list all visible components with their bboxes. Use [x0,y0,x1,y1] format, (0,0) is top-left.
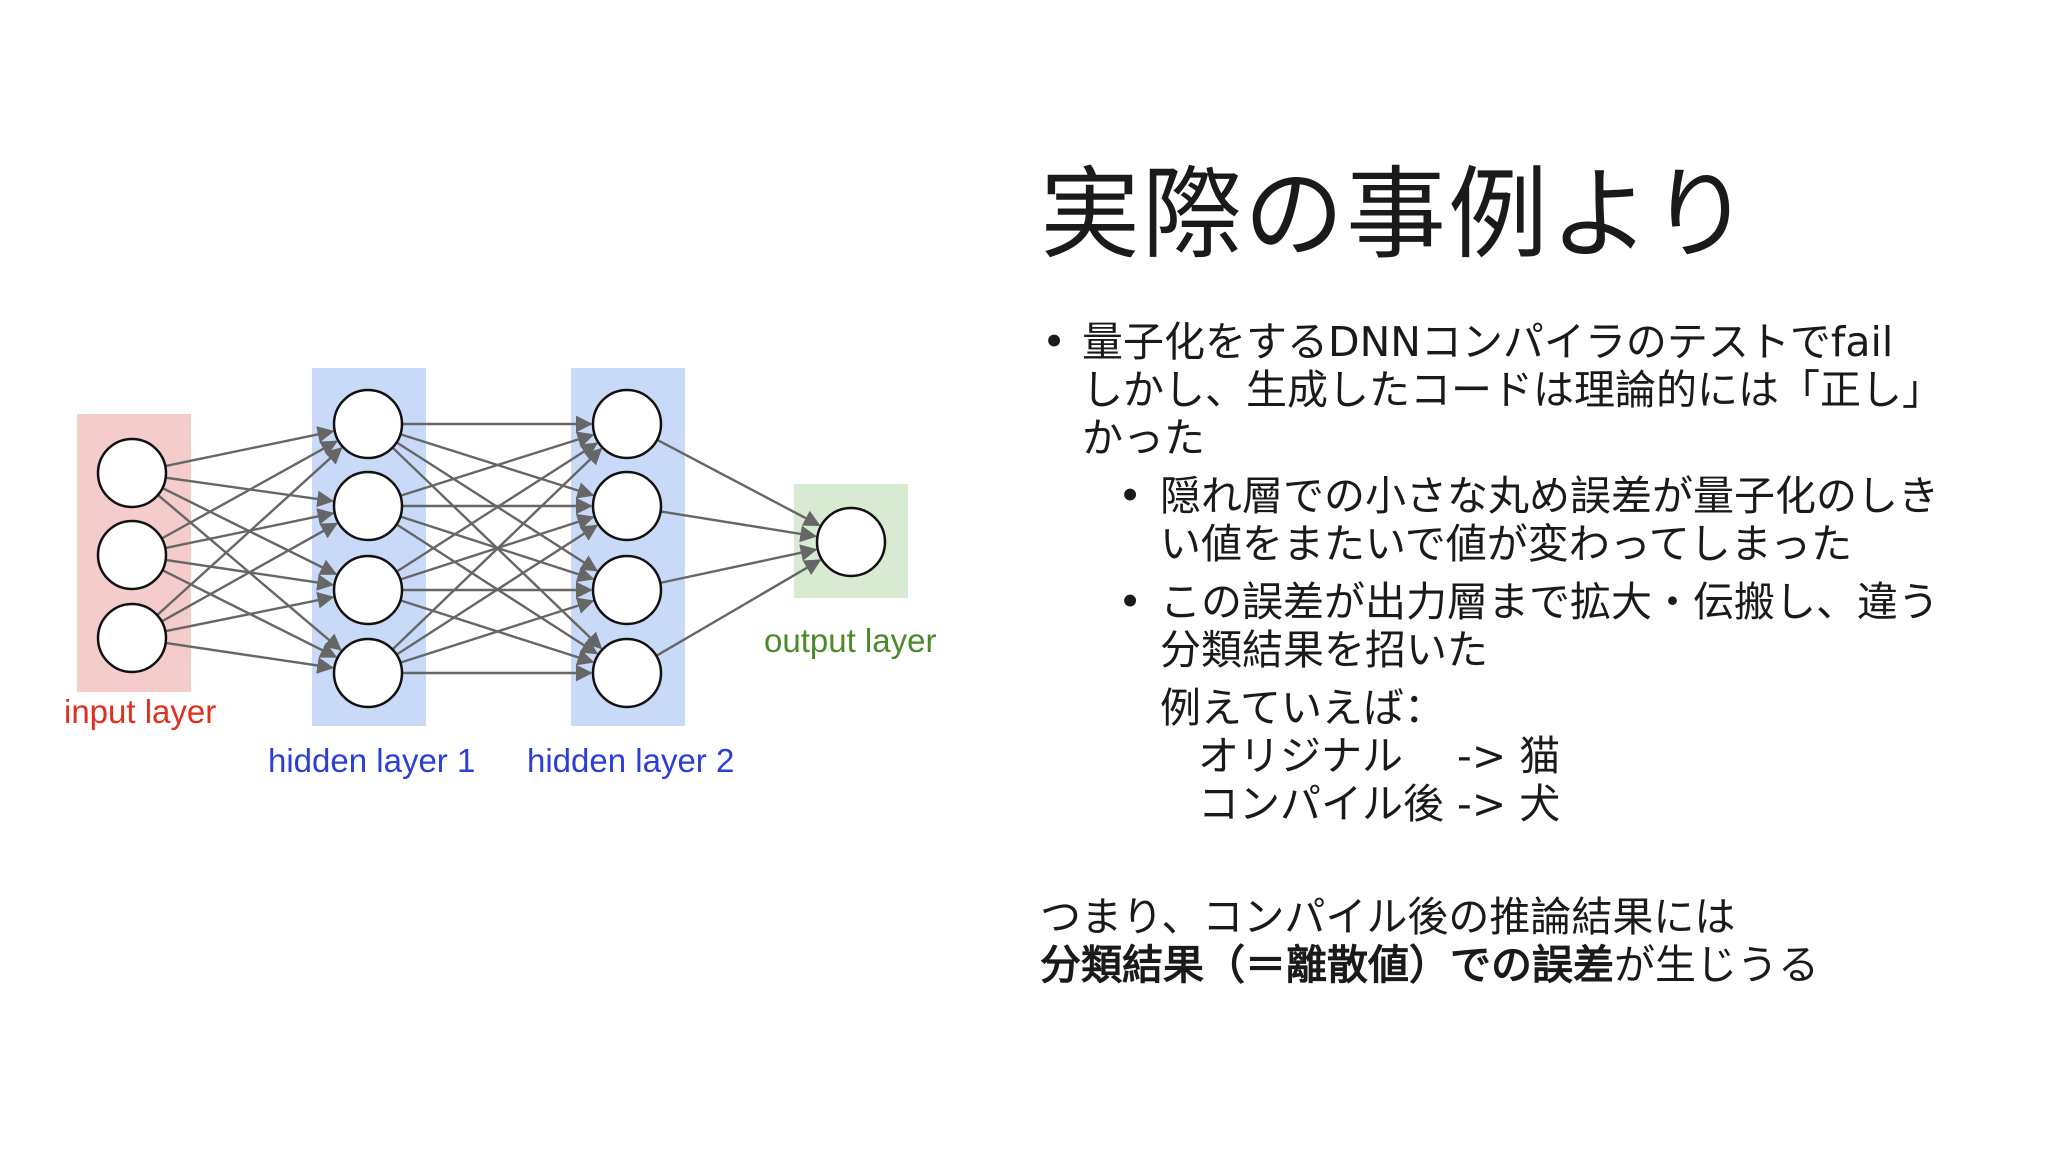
connection-arrow [161,522,339,623]
summary: つまり、コンパイル後の推論結果には 分類結果（＝離散値）での誤差が生じうる [1040,893,1819,989]
connection-arrow [395,442,599,573]
bullet-dot-icon: • [1042,318,1067,366]
connection-arrow [156,447,343,617]
connection-arrow [391,447,603,651]
input-neuron [96,602,168,674]
connection-arrow [400,597,595,664]
hidden-neuron [591,554,663,626]
bullet-line: しかし、生成したコードは理論的には「正し」 [1082,366,1943,414]
bullet-item: • 量子化をするDNNコンパイラのテストでfail しかし、生成したコードは理論… [1040,318,2030,462]
summary-rest: が生じうる [1614,941,1819,989]
sub-bullet-item: • この誤差が出力層まで拡大・伝搬し、違う 分類結果を招いた [1040,578,2030,674]
sub-bullet-line: 隠れ層での小さな丸め誤差が量子化のしき [1160,472,1939,520]
sub-bullet-line: この誤差が出力層まで拡大・伝搬し、違う [1160,578,1939,626]
output-neuron [815,506,887,578]
example-line-original: オリジナル -> 猫 [1198,732,1561,780]
hidden-neuron [591,637,663,709]
sub-bullet-item: • 隠れ層での小さな丸め誤差が量子化のしき い値をまたいで値が変わってしまった [1040,472,2030,568]
hidden-neuron [332,637,404,709]
bullet-line: かった [1082,414,1205,462]
hidden-neuron [332,470,404,542]
hidden-neuron [332,554,404,626]
summary-line-2: 分類結果（＝離散値）での誤差が生じうる [1040,941,1819,989]
input-neuron [96,519,168,591]
connection-arrow [400,431,595,497]
bullet-line: 量子化をするDNNコンパイラのテストでfail [1082,318,1894,366]
layer-label: hidden layer 1 [268,742,475,779]
connection-arrow [656,438,821,527]
sub-bullet-line: 分類結果を招いた [1160,626,1488,674]
slide-title: 実際の事例より [1040,156,1752,273]
example-intro: 例えていえば： [1160,684,1445,732]
connection-arrow [655,559,822,657]
neural-network-diagram: input layer hidden layer 1 hidden layer 2 o… [64,368,936,779]
sub-bullet-line: い値をまたいで値が変わってしまった [1160,520,1853,568]
summary-emphasis: 分類結果（＝離散値）での誤差 [1040,941,1614,989]
summary-line-1: つまり、コンパイル後の推論結果には [1040,893,1736,941]
example-line-compiled: コンパイル後 -> 犬 [1198,780,1561,828]
hidden-neuron [591,470,663,542]
bullet-dot-icon: • [1118,578,1143,626]
input-neuron [96,437,168,509]
connection-arrow [165,426,335,468]
example-block: 例えていえば： オリジナル -> 猫 コンパイル後 -> 犬 [1040,684,2030,828]
connection-arrow [659,544,818,585]
hidden-neuron [332,388,404,460]
hidden-neuron [591,388,663,460]
layer-label: hidden layer 2 [527,742,734,779]
bullet-dot-icon: • [1118,472,1143,520]
connection-arrow [660,510,818,543]
layer-label: output layer [764,622,936,659]
connection-arrow [165,641,335,674]
layer-label: input layer [64,693,216,730]
connection-arrow [395,524,599,656]
bullet-list: • 量子化をするDNNコンパイラのテストでfail しかし、生成したコードは理論… [1040,318,2030,828]
connection-arrow [165,591,335,633]
connection-arrow [161,440,338,540]
